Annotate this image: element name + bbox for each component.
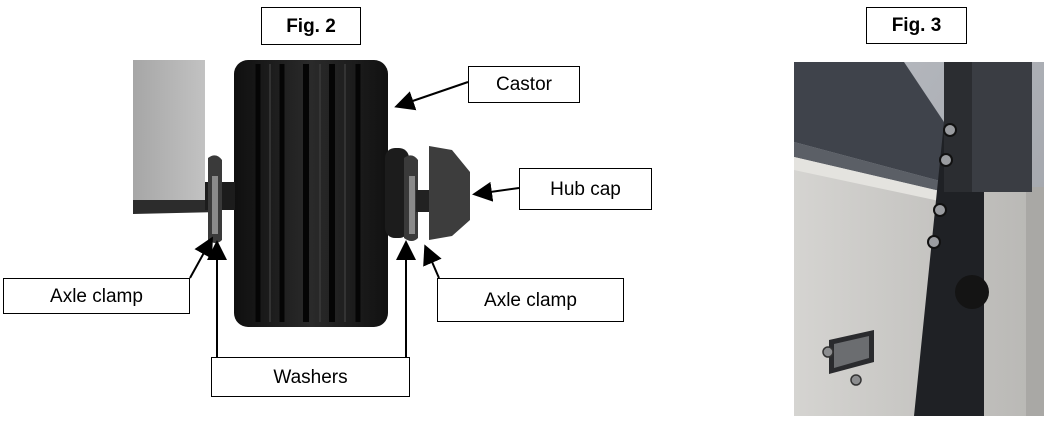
axle-clamp-left-callout: Axle clamp [3,278,190,314]
fig-2-label: Fig. 2 [261,7,361,45]
axle-clamp-right-callout: Axle clamp [437,278,624,322]
fig-3-photo [794,62,1044,416]
hub-cap-part [429,146,470,240]
frame-leg [133,60,220,214]
left-axle-clamp-part [205,155,235,243]
washers-callout: Washers [211,357,410,397]
hub-cap-callout: Hub cap [519,168,652,210]
right-axle-clamp-part [385,148,430,241]
fig-3-label: Fig. 3 [866,7,967,44]
castor-tyre [234,60,388,327]
leader-arrows [189,81,520,358]
castor-callout: Castor [468,66,580,103]
